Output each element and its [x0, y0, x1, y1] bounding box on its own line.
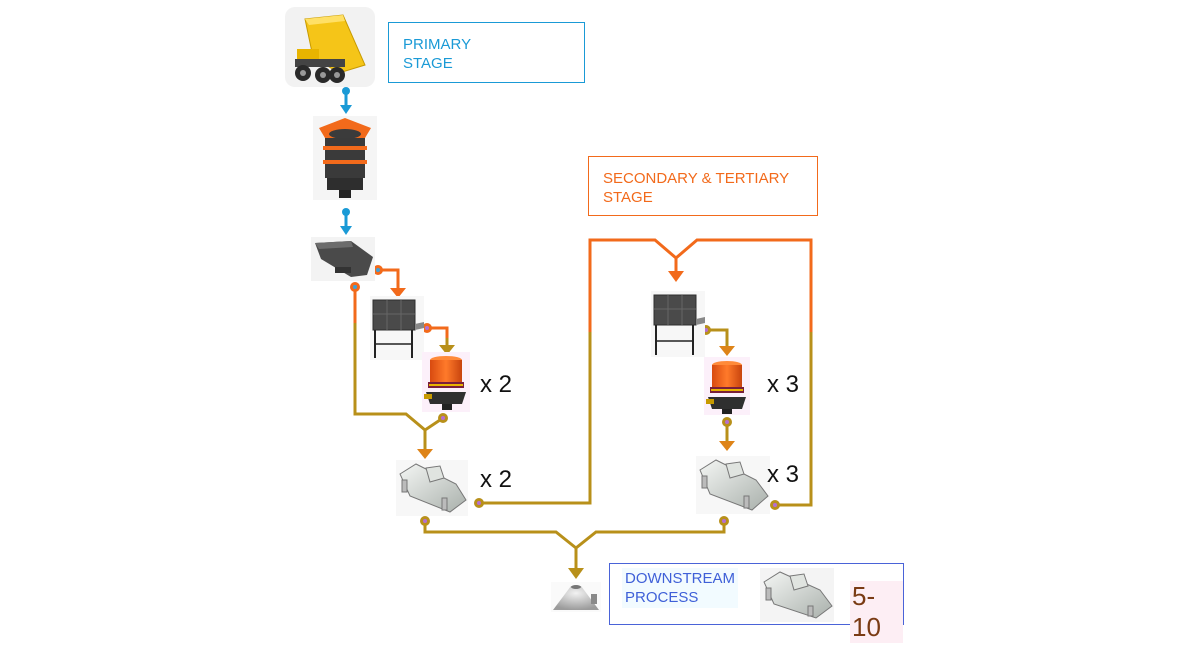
tertiary-screen-icon — [696, 456, 770, 514]
tertiary-bin-to-cone-line — [701, 325, 735, 356]
tertiary-screen-multiplier: x 3 — [767, 461, 800, 488]
crusher-to-feeder-arrow — [340, 208, 352, 235]
cone-to-screen-line — [417, 413, 448, 459]
tertiary-cone-to-screen-line — [719, 417, 735, 451]
dump-truck-icon — [285, 7, 375, 87]
bin-to-cone-line — [422, 323, 455, 355]
downstream-count: 5-10 — [850, 581, 903, 643]
downstream-line2: PROCESS — [625, 589, 699, 606]
secondary-screen-to-tertiary-line — [474, 238, 677, 508]
secondary-cone-multiplier: x 2 — [480, 371, 513, 398]
feeder-icon — [311, 237, 375, 281]
product-collection-line — [420, 516, 729, 579]
tertiary-cone-multiplier: x 3 — [767, 371, 800, 398]
truck-to-crusher-arrow — [340, 87, 352, 114]
stockpile-icon — [551, 582, 601, 612]
secondary-bin-icon — [370, 296, 424, 360]
tertiary-recirculation-line — [668, 238, 813, 510]
feeder-to-bin-line — [373, 265, 406, 298]
downstream-process-label: DOWNSTREAM PROCESS 5-10 — [609, 563, 904, 643]
secondary-screen-icon — [396, 460, 468, 516]
primary-stage-label: PRIMARY STAGE — [388, 22, 585, 83]
secondary-cone-crusher-icon — [422, 352, 470, 412]
downstream-screen-icon — [760, 568, 834, 622]
primary-stage-line1: PRIMARY — [403, 36, 472, 53]
secondary-stage-line2: STAGE — [603, 189, 653, 206]
secondary-screen-multiplier: x 2 — [480, 466, 513, 493]
secondary-stage-line1: SECONDARY & TERTIARY — [603, 170, 790, 187]
downstream-line1: DOWNSTREAM — [625, 570, 735, 587]
primary-flow-arrows — [340, 87, 352, 235]
gyratory-crusher-icon — [313, 116, 377, 200]
tertiary-bin-icon — [651, 291, 705, 357]
primary-stage-line2: STAGE — [403, 55, 453, 72]
tertiary-cone-crusher-icon — [704, 357, 750, 415]
feeder-bypass-line — [350, 282, 426, 432]
secondary-tertiary-stage-label: SECONDARY & TERTIARY STAGE — [588, 156, 818, 216]
